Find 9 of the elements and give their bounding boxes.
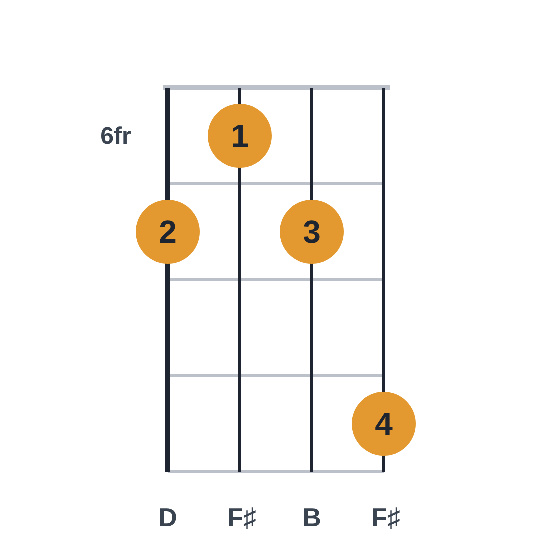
finger-number: 4 — [375, 408, 393, 440]
string-name-label: F♯ — [372, 504, 400, 532]
finger-number: 1 — [231, 120, 249, 152]
finger-number: 3 — [303, 216, 321, 248]
string-name-label: F♯ — [228, 504, 256, 532]
finger-number: 2 — [159, 216, 177, 248]
fret-number-label: 6fr — [100, 124, 132, 150]
string-name-label: D — [158, 504, 178, 532]
string-name-label: B — [302, 504, 322, 532]
